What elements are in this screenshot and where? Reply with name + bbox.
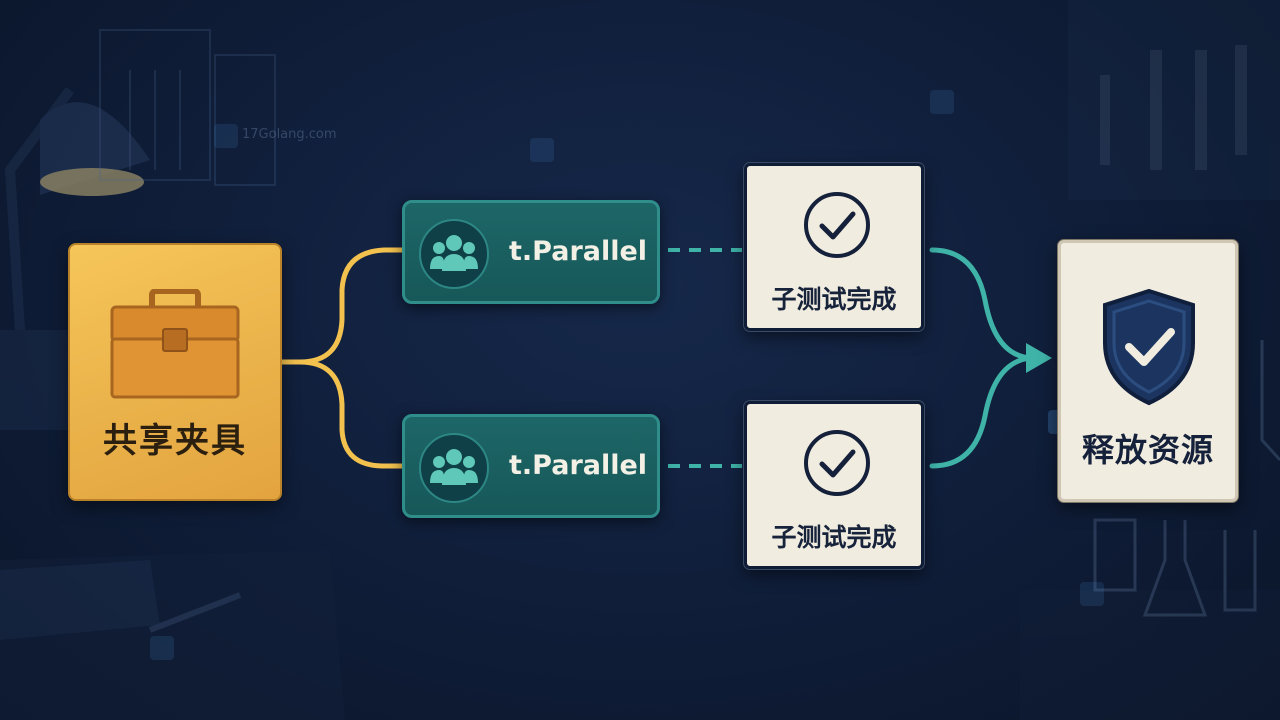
toolbox-icon	[110, 289, 240, 399]
check-circle-icon	[804, 192, 870, 258]
watermark-badge	[214, 124, 238, 148]
parallel-label: t.Parallel	[509, 450, 648, 481]
parallel-dashed-connectors	[668, 248, 742, 468]
check-circle-icon	[804, 430, 870, 496]
parallel-label: t.Parallel	[509, 236, 648, 267]
lamp-decoration	[0, 87, 150, 430]
watermark-badge	[530, 138, 554, 162]
release-connectors	[929, 247, 1033, 469]
watermark-text: 17Golang.com	[242, 127, 337, 142]
release-label: 释放资源	[1081, 431, 1214, 469]
subtest-done-node-top: 子测试完成	[744, 163, 924, 331]
shield-check-icon	[1103, 288, 1195, 406]
group-icon	[430, 235, 478, 271]
parallel-node-top: t.Parallel	[402, 200, 660, 304]
parallel-node-bottom: t.Parallel	[402, 414, 660, 518]
chart-board-decoration	[99, 29, 276, 186]
tool-board-decoration	[1068, 0, 1280, 200]
lab-decoration	[1020, 340, 1280, 720]
subtest-label: 子测试完成	[771, 285, 897, 314]
watermark-badge	[150, 636, 174, 660]
subtest-done-node-bottom: 子测试完成	[744, 401, 924, 569]
parallel-icon-badge	[419, 433, 489, 503]
watermark-badge	[1080, 582, 1104, 606]
release-arrowhead	[1026, 343, 1052, 373]
group-icon	[430, 449, 478, 485]
subtest-label: 子测试完成	[771, 523, 897, 552]
watermark-badge	[930, 90, 954, 114]
fixture-connectors	[279, 247, 405, 469]
desk-decoration	[0, 550, 345, 720]
fixture-label: 共享夹具	[103, 421, 247, 461]
release-resources-node: 释放资源	[1058, 240, 1238, 502]
parallel-icon-badge	[419, 219, 489, 289]
shared-fixture-node: 共享夹具	[68, 243, 282, 501]
